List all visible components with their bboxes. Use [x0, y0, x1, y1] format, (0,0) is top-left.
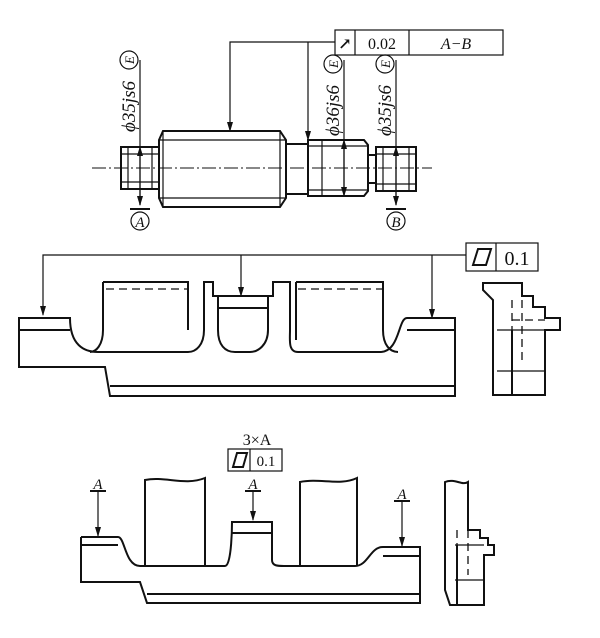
envelope-symbol-middle: E: [326, 60, 341, 69]
envelope-circle-left: [119, 50, 139, 70]
shaft-right-journal: [367, 146, 417, 192]
shaft-main-body: [158, 130, 287, 208]
shaft-figure: ϕ35js6 E ϕ36js6 E ϕ35js6 E A B: [92, 29, 504, 231]
envelope-symbol-left: E: [122, 56, 137, 65]
plate-top-tooth-2: [296, 281, 399, 353]
flatness-symbol-top: [471, 248, 493, 266]
datum-b-label: B: [391, 215, 400, 231]
flatness-tolerance-bottom: 0.1: [257, 454, 276, 470]
flatness-tolerance-top: 0.1: [505, 248, 530, 270]
runout-datum: A−B: [440, 36, 472, 53]
runout-frame: ↗ 0.02 A−B: [334, 29, 504, 56]
plate-top-outline: [18, 281, 456, 397]
datum-label-3: A: [396, 487, 407, 503]
datum-arrow-1: A: [90, 477, 106, 537]
plate-top-tooth-1: [103, 281, 189, 330]
datum-label-1: A: [92, 477, 103, 493]
flatness-leader-left: [40, 254, 466, 316]
plate-bottom-side-view: [444, 479, 495, 606]
shaft-middle-journal: [285, 139, 369, 197]
datum-label-2: A: [247, 477, 258, 493]
runout-symbol: ↗: [338, 36, 351, 53]
multiplier-label: 3×A: [243, 432, 272, 449]
plate-bottom-outline: [80, 476, 421, 604]
dim-text-left: ϕ35js6: [119, 80, 140, 132]
plate-top-figure: 0.1: [18, 242, 561, 397]
runout-leader-body: [227, 41, 335, 132]
dim-text-right: ϕ35js6: [375, 84, 396, 136]
datum-arrow-3: A: [394, 487, 410, 547]
runout-tolerance: 0.02: [368, 36, 396, 53]
plate-top-side-view: [482, 282, 561, 396]
flatness-frame-bottom: 0.1: [227, 448, 283, 472]
datum-a: A: [130, 208, 150, 231]
datum-b: B: [386, 208, 406, 231]
datum-a-label: A: [134, 215, 145, 231]
envelope-circle-middle: [323, 54, 343, 74]
dim-text-middle: ϕ36js6: [323, 84, 344, 136]
plate-top-tooth-1-left: [89, 282, 104, 353]
datum-arrow-2: A: [245, 477, 261, 521]
flatness-frame-top: 0.1: [465, 242, 539, 272]
flatness-symbol-bottom: [231, 452, 249, 468]
envelope-symbol-right: E: [378, 60, 393, 69]
plate-bottom-figure: 3×A 0.1 A A A: [80, 432, 495, 606]
